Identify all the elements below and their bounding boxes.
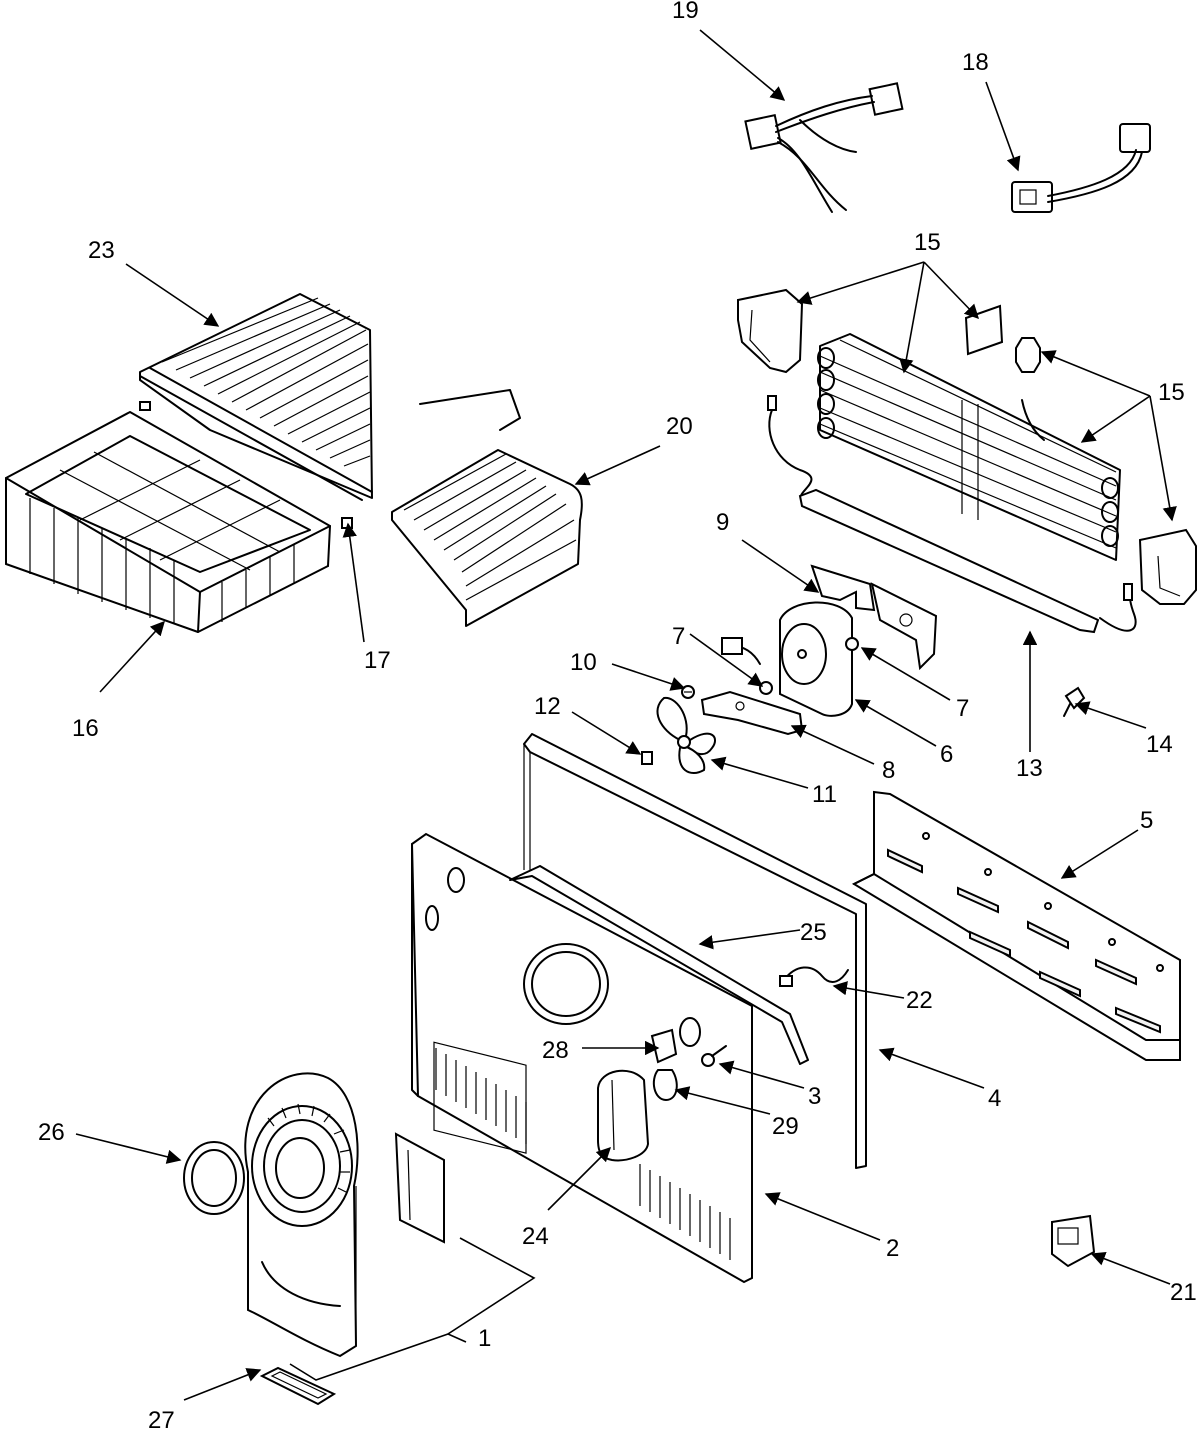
callout-24: 24 <box>522 1223 549 1250</box>
part-2-rear-panel <box>410 832 753 1284</box>
part-11-fan-blade <box>656 696 717 775</box>
callout-6: 6 <box>940 741 953 768</box>
part-6-fan-motor <box>721 601 853 717</box>
part-29-lamp-bulb <box>652 1069 678 1102</box>
callout-10: 10 <box>570 649 597 676</box>
leader-lines <box>75 29 1177 1401</box>
part-19-wire-harness <box>744 82 904 213</box>
part-26-trim-ring <box>183 1141 245 1215</box>
callout-25: 25 <box>800 919 827 946</box>
part-25-liner-trim <box>509 865 809 1065</box>
callout-11: 11 <box>812 781 837 808</box>
callout-1: 1 <box>478 1325 491 1352</box>
callout-15-right: 15 <box>1158 379 1185 406</box>
callout-9: 9 <box>716 509 729 536</box>
callout-13: 13 <box>1016 755 1043 782</box>
callout-19: 19 <box>672 0 699 24</box>
callout-labels: 19 18 23 15 15 20 9 16 17 7 7 10 12 6 8 … <box>38 0 1197 1432</box>
part-16-wire-basket <box>5 411 331 633</box>
callout-21: 21 <box>1170 1279 1197 1306</box>
part-4-gasket <box>523 733 867 1169</box>
part-14-clip <box>1063 686 1086 717</box>
part-18-switch-harness <box>1011 123 1151 213</box>
callout-20: 20 <box>666 413 693 440</box>
part-3-screw <box>701 1045 727 1067</box>
callout-4: 4 <box>988 1085 1001 1112</box>
part-15-evaporator <box>737 288 1197 605</box>
callout-23: 23 <box>88 237 115 264</box>
callout-3: 3 <box>808 1083 821 1110</box>
callout-18: 18 <box>962 49 989 76</box>
part-5-channel <box>851 790 1181 1061</box>
part-22-wire <box>779 966 849 987</box>
callout-26: 26 <box>38 1119 65 1146</box>
callout-28: 28 <box>542 1037 569 1064</box>
callout-15-top: 15 <box>914 229 941 256</box>
part-23-wire-shelf <box>139 293 521 501</box>
duct-seal-plate <box>394 1132 445 1244</box>
part-27-foam-block <box>259 1366 337 1406</box>
part-9-bracket <box>810 564 938 671</box>
part-12-clip <box>641 751 653 765</box>
part-24-lamp-cover <box>597 1069 650 1162</box>
callout-29: 29 <box>772 1113 799 1140</box>
callout-7-right: 7 <box>956 695 969 722</box>
callout-2: 2 <box>886 1235 899 1262</box>
callout-12: 12 <box>534 693 561 720</box>
callout-14: 14 <box>1146 731 1173 758</box>
callout-22: 22 <box>906 987 933 1014</box>
callout-8: 8 <box>882 757 895 784</box>
callout-7-left: 7 <box>672 623 685 650</box>
part-21-relay <box>1051 1214 1096 1268</box>
callout-5: 5 <box>1140 807 1153 834</box>
part-13-defrost-heater <box>767 395 1137 634</box>
callout-16: 16 <box>72 715 99 742</box>
callout-17: 17 <box>364 647 391 674</box>
part-1-air-duct <box>244 1072 359 1358</box>
callout-27: 27 <box>148 1407 175 1432</box>
part-20-wire-shelf <box>391 449 583 627</box>
